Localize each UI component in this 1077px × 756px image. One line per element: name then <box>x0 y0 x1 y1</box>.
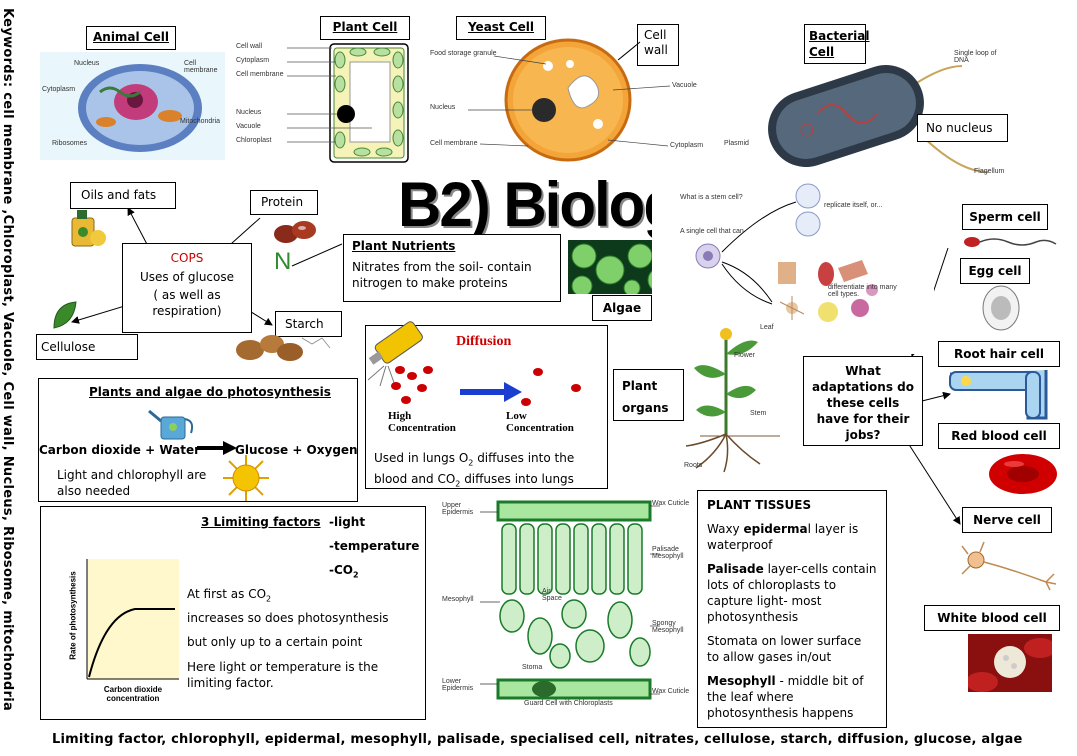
no-nucleus-note: No nucleus <box>917 114 1008 142</box>
root-hair-cell-icon <box>946 366 1058 422</box>
limiting-factors-box: 3 Limiting factors -light -temperature -… <box>40 506 426 720</box>
nitrogen-symbol: N <box>274 248 292 275</box>
plant-cell-diagram: Cell wall Cytoplasm Cell membrane Nucleu… <box>232 40 422 165</box>
algae-label: Algae <box>592 295 652 321</box>
plant-tissues-box: PLANT TISSUES Waxy epidermal layer is wa… <box>697 490 887 728</box>
egg-cell-label: Egg cell <box>960 258 1030 284</box>
protein-beans-icon <box>272 216 318 250</box>
oil-bottle-icon <box>66 208 108 248</box>
bacterial-cell-image <box>768 65 989 173</box>
animal-cell-heading: Animal Cell <box>86 26 176 50</box>
graph-ylabel: Rate of photosynthesis <box>68 571 78 660</box>
animal-cell-image <box>78 64 202 152</box>
plant-nutrients-text: Nitrates from the soil- contain nitrogen… <box>352 260 532 290</box>
graph-xlabel: Carbon dioxide concentration <box>103 685 163 703</box>
high-concentration-label: High Concentration <box>388 410 456 434</box>
glucose-uses-box: COPS Uses of glucose ( as well as respir… <box>122 243 252 333</box>
starch-label: Starch <box>275 311 342 337</box>
rate-curve <box>86 559 179 680</box>
photosynthesis-arrow-icon <box>197 439 237 457</box>
watering-can-icon <box>148 407 195 443</box>
sperm-cell-label: Sperm cell <box>962 204 1048 230</box>
adaptations-question: What adaptations do these cells have for… <box>803 356 923 446</box>
oils-fats-label: Oils and fats <box>70 182 176 209</box>
sun-icon <box>223 455 269 501</box>
plant-tissues-heading: PLANT TISSUES <box>707 498 812 512</box>
yeast-cell-heading: Yeast Cell <box>456 16 546 40</box>
factor-light: -light <box>329 515 366 529</box>
bacterial-cell-heading: Bacterial Cell <box>804 24 869 64</box>
low-concentration-label: Low Concentration <box>506 410 574 434</box>
rate-graph: Rate of photosynthesis Carbon dioxide co… <box>61 557 181 717</box>
tissue-palisade: Palisade layer-cells contain lots of chl… <box>707 562 877 624</box>
photosynthesis-heading: Plants and algae do photosynthesis <box>89 385 331 399</box>
plant-nutrients-box: Plant Nutrients Nitrates from the soil- … <box>343 234 561 302</box>
uses-of-glucose: Uses of glucose <box>140 270 234 284</box>
nerve-cell-label: Nerve cell <box>962 507 1052 533</box>
white-blood-cell-icon <box>968 634 1052 692</box>
plant-nutrients-heading: Plant Nutrients <box>352 239 456 253</box>
potatoes-icon <box>234 330 334 366</box>
yeast-cell-wall-note: Cell wall <box>637 24 679 66</box>
respiration-note: ( as well as respiration) <box>152 288 222 318</box>
tissue-stomata: Stomata on lower surface to allow gases … <box>707 634 862 664</box>
stem-cell-diagram: What is a stem cell? A single cell that … <box>652 182 934 354</box>
plant-cell-image <box>287 43 409 163</box>
photosynthesis-note: Light and chlorophyll are also needed <box>57 468 207 498</box>
sperm-cell-icon <box>960 232 1060 252</box>
nerve-cell-icon <box>960 540 1060 592</box>
photosynthesis-reactants: Carbon dioxide + Water <box>39 443 201 457</box>
photosynthesis-products: Glucose + Oxygen <box>235 443 358 457</box>
diffusion-box: Diffusion High Concentration Low Concent… <box>365 321 608 489</box>
white-blood-cell-label: White blood cell <box>924 605 1060 631</box>
limiting-heading: 3 Limiting factors <box>201 515 321 529</box>
red-blood-cell-label: Red blood cell <box>938 423 1060 449</box>
leaf-cross-section: Upper Epidermis Mesophyll Lower Epidermi… <box>442 500 690 707</box>
limiting-line-2: increases so does photosynthesis <box>187 611 389 625</box>
diffusion-title: Diffusion <box>456 334 512 349</box>
plant-organs-diagram: Leaf Flower Stem Roots <box>680 324 790 474</box>
cops-label: COPS <box>170 251 204 265</box>
egg-cell-icon <box>980 284 1022 332</box>
plant-cell-heading: Plant Cell <box>320 16 410 40</box>
bottom-keywords: Limiting factor, chlorophyll, epidermal,… <box>52 732 1023 747</box>
animal-cell-diagram: Nucleus Cell membrane Cytoplasm Mitochon… <box>40 52 225 160</box>
limiting-line-3: but only up to a certain point <box>187 635 363 649</box>
tissue-mesophyll: Mesophyll - middle bit of the leaf where… <box>707 674 864 720</box>
leaf-icon <box>50 300 80 332</box>
limiting-line-1: At first as CO2 <box>187 587 272 604</box>
factor-co2: -CO2 <box>329 563 359 580</box>
diffusion-diagram <box>367 321 581 406</box>
root-hair-cell-label: Root hair cell <box>938 341 1060 367</box>
yeast-cell-diagram: Food storage granule Nucleus Cell membra… <box>428 36 713 164</box>
limiting-line-4: Here light or temperature is the limitin… <box>187 660 379 690</box>
factor-temperature: -temperature <box>329 539 420 553</box>
cellulose-label: Cellulose <box>36 334 138 360</box>
diffusion-note: Used in lungs O2 diffuses into the blood… <box>374 451 575 489</box>
photosynthesis-box: Plants and algae do photosynthesis Carbo… <box>38 378 358 502</box>
red-blood-cell-icon <box>986 452 1060 496</box>
protein-label: Protein <box>250 190 318 215</box>
yeast-cell-image <box>468 38 671 162</box>
bacterial-cell-diagram: Single loop of DNA Plasmid Flagellum <box>722 44 1004 184</box>
tissue-epidermal: Waxy epidermal layer is waterproof <box>707 522 859 552</box>
